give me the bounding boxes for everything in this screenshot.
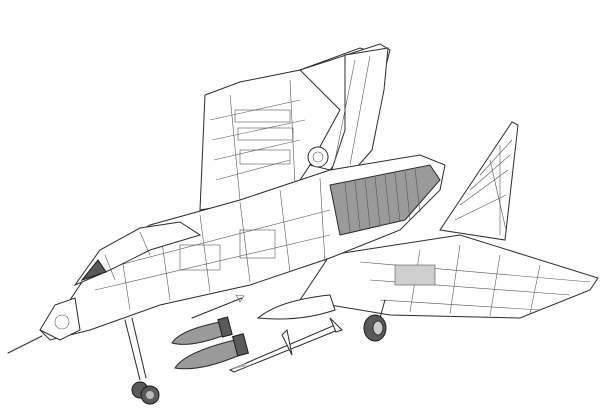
nose-probe	[7, 335, 43, 354]
main-landing-gear	[363, 299, 387, 342]
drop-tank	[256, 294, 336, 320]
missile-large	[228, 317, 343, 373]
bomb-1	[171, 316, 233, 345]
nose-landing-gear	[124, 317, 160, 405]
vertical-fin	[439, 121, 519, 241]
bomb-2	[174, 333, 249, 370]
right-wing	[299, 234, 599, 319]
missile-small	[191, 294, 245, 319]
cockpit-canopy	[73, 221, 202, 287]
folded-left-wing	[199, 43, 391, 211]
radome	[39, 297, 81, 341]
engine-section	[329, 164, 441, 236]
fuselage	[39, 154, 446, 341]
